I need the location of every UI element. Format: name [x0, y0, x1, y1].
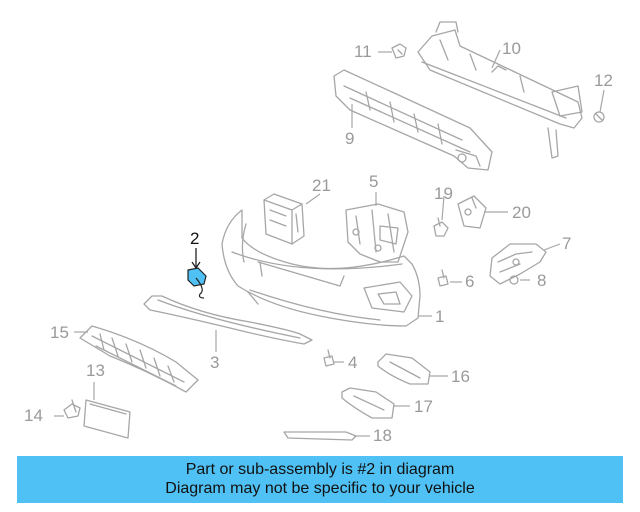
callout-10: 10 [502, 39, 521, 58]
part-10-reinforcement-bar[interactable] [417, 21, 583, 159]
part-7-side-guide[interactable] [489, 243, 547, 285]
callout-18: 18 [373, 426, 392, 445]
info-banner: Part or sub-assembly is #2 in diagram Di… [17, 456, 623, 503]
part-12-screw[interactable] [593, 111, 605, 123]
banner-line-part: Part or sub-assembly is #2 in diagram [185, 461, 455, 478]
callout-5: 5 [369, 172, 379, 191]
part-6-bolt[interactable] [437, 269, 449, 287]
part-17-fog-bezel[interactable] [341, 387, 395, 419]
part-18-moulding[interactable] [283, 431, 357, 441]
part-11-clip[interactable] [391, 43, 407, 59]
callout-1: 1 [435, 307, 445, 326]
part-13-license-bracket[interactable] [83, 399, 131, 439]
part-15-lower-grille[interactable] [79, 325, 199, 393]
callout-3: 3 [210, 353, 220, 372]
callout-7: 7 [562, 234, 572, 253]
callout-4: 4 [348, 353, 358, 372]
parts-diagram [54, 21, 605, 441]
callout-19: 19 [434, 184, 453, 203]
part-1-bumper-cover[interactable] [221, 209, 421, 327]
part-21-sensor[interactable] [263, 193, 305, 245]
part-19-clip[interactable] [433, 217, 449, 237]
callout-9: 9 [345, 129, 355, 148]
part-4-bolt[interactable] [323, 349, 335, 367]
callout-6: 6 [465, 272, 475, 291]
part-9-energy-absorber[interactable] [333, 69, 493, 171]
callout-11: 11 [354, 42, 372, 61]
part-20-side-bracket[interactable] [457, 195, 487, 229]
callout-17: 17 [414, 397, 433, 416]
callout-12: 12 [594, 71, 613, 90]
part-14-fastener[interactable] [63, 399, 81, 419]
callout-2: 2 [190, 229, 200, 248]
callout-14: 14 [24, 406, 43, 425]
part-2-highlighted-sensor[interactable] [187, 248, 207, 299]
callout-8: 8 [537, 271, 547, 290]
callout-20: 20 [512, 203, 531, 222]
part-8-nut[interactable] [509, 275, 519, 285]
callout-21: 21 [312, 176, 331, 195]
callout-16: 16 [451, 367, 470, 386]
callout-15: 15 [50, 323, 69, 342]
part-3-lower-spoiler[interactable] [143, 295, 313, 345]
part-16-fog-cover[interactable] [377, 353, 431, 385]
banner-line-disclaimer: Diagram may not be specific to your vehi… [165, 480, 475, 497]
leader-lines [54, 49, 605, 437]
callout-13: 13 [86, 361, 105, 380]
part-5-bracket[interactable] [345, 203, 409, 263]
